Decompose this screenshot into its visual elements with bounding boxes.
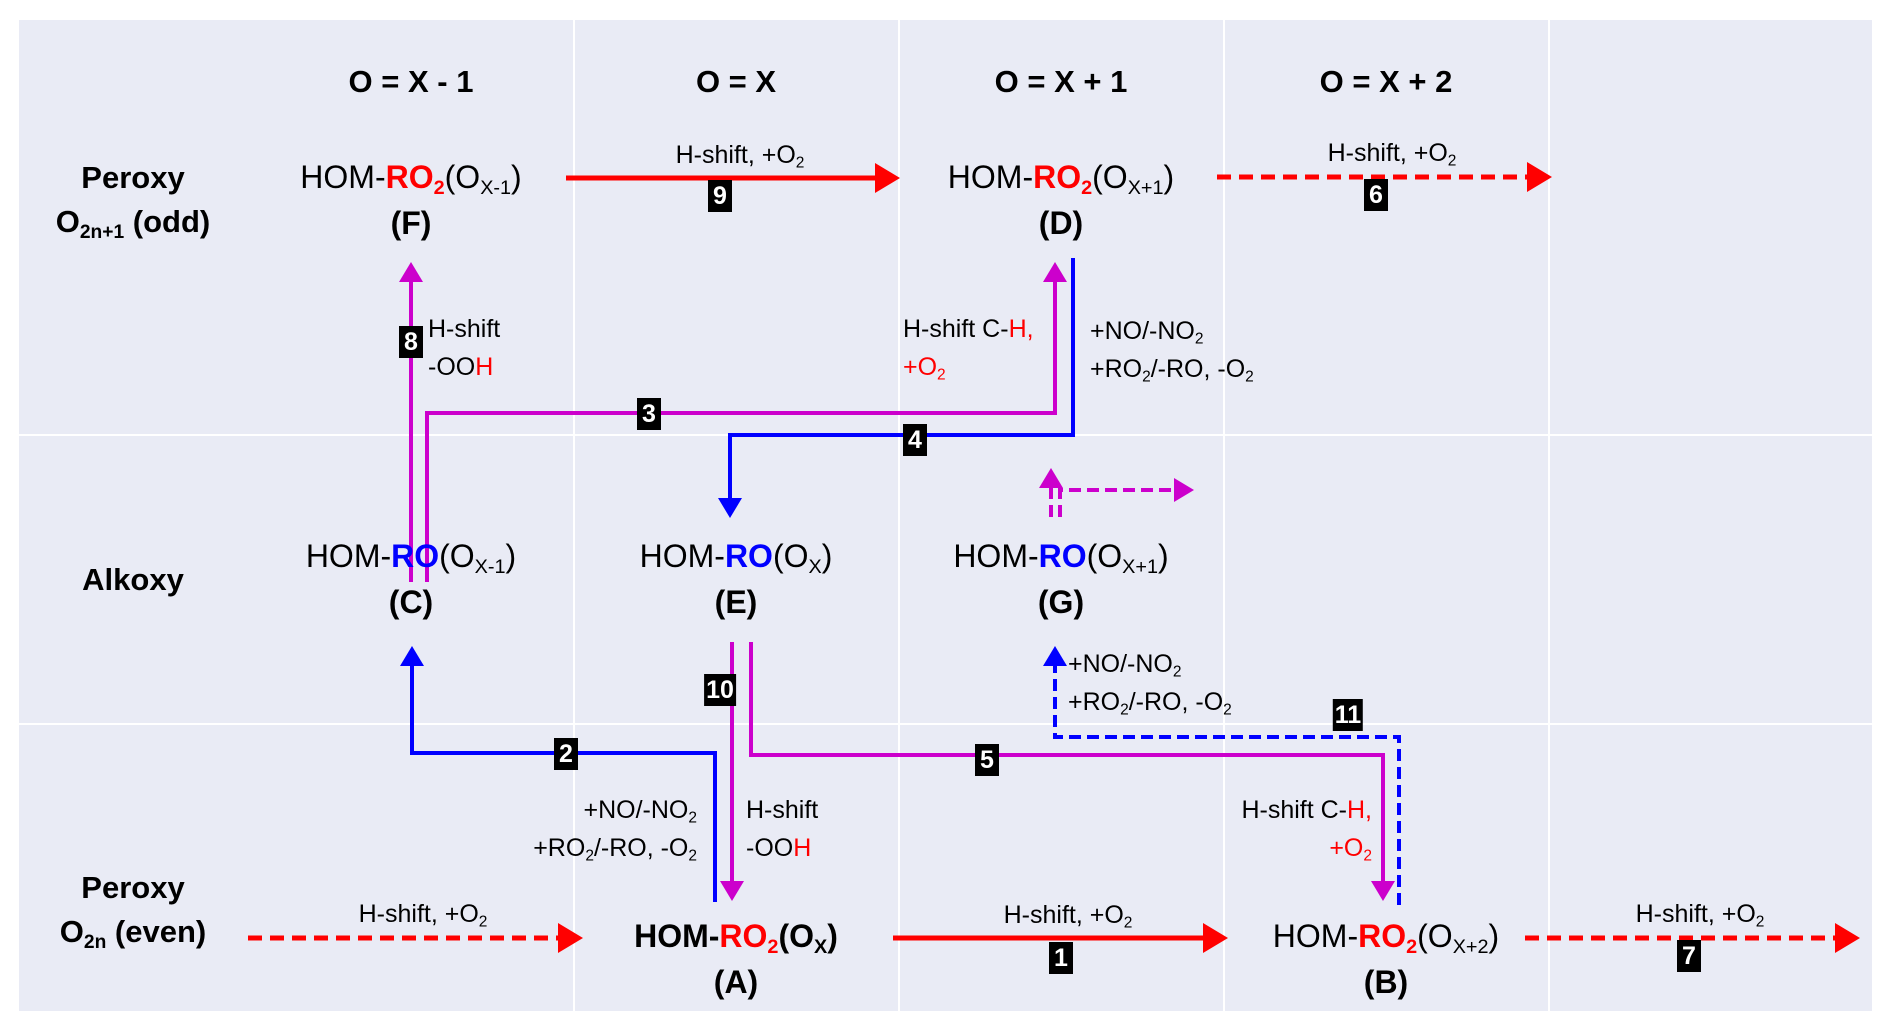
reaction-label-1: H-shift, +O2 (1003, 901, 1133, 932)
arrow-11 (1043, 646, 1401, 905)
arrow-4 (718, 258, 1075, 518)
row-label-line1: Alkoxy (82, 562, 184, 597)
species-label: (E) (714, 584, 758, 620)
column-divider (1548, 20, 1550, 1011)
row-label-alkoxy: Alkoxy (82, 558, 184, 602)
path-badge-2: 2 (554, 738, 578, 770)
species-label: (B) (1363, 964, 1409, 1000)
species-b: HOM-RO2(OX+2) (B) (1273, 913, 1499, 1005)
row-label-peroxy-even: Peroxy O2n (even) (60, 866, 206, 954)
path-badge-8: 8 (399, 326, 423, 358)
species-label: (D) (1038, 205, 1084, 241)
path-badge-10: 10 (704, 674, 736, 706)
arrow-g-right (1058, 478, 1194, 517)
column-header-x: O = X (695, 64, 777, 99)
reaction-label-9: H-shift, +O2 (675, 141, 805, 172)
species-label: (A) (713, 964, 759, 1000)
reaction-label-7: H-shift, +O2 (1635, 900, 1765, 931)
column-header-x-plus-2: O = X + 2 (1319, 64, 1453, 99)
diagram-panel (19, 20, 1872, 1011)
reaction-label-incoming-a: H-shift, +O2 (358, 900, 488, 931)
row-label-peroxy-odd: Peroxy O2n+1 (odd) (56, 156, 211, 244)
species-f: HOM-RO2(OX-1) (F) (300, 154, 521, 246)
reaction-label-6: H-shift, +O2 (1327, 139, 1457, 170)
path-badge-6: 6 (1364, 179, 1388, 211)
row-divider (19, 723, 1872, 725)
reaction-label-8: H-shift -OOH (428, 315, 501, 381)
row-label-line1: Peroxy (81, 870, 185, 905)
species-label: (F) (390, 205, 432, 241)
row-label-line1: Peroxy (81, 160, 185, 195)
reaction-label-3: H-shift C-H, +O2 (903, 315, 1034, 384)
reaction-label-10: H-shift -OOH (746, 796, 819, 862)
species-d: HOM-RO2(OX+1) (D) (948, 154, 1174, 246)
arrow-5 (749, 642, 1395, 901)
path-badge-3: 3 (637, 398, 661, 430)
reaction-label-2: +NO/-NO2 +RO2/-RO, -O2 (533, 796, 697, 865)
path-badge-7: 7 (1677, 940, 1701, 972)
row-label-line2: O2n+1 (odd) (55, 204, 211, 243)
path-badge-11: 11 (1332, 699, 1364, 731)
path-badge-5: 5 (975, 744, 999, 776)
path-badge-4: 4 (903, 424, 927, 456)
column-divider (898, 20, 900, 1011)
species-g: HOM-RO(OX+1) (G) (953, 533, 1168, 625)
column-header-x-plus-1: O = X + 1 (994, 64, 1128, 99)
species-c: HOM-RO(OX-1) (C) (306, 533, 516, 625)
reaction-label-11: +NO/-NO2 +RO2/-RO, -O2 (1068, 650, 1232, 719)
column-header-x-minus-1: O = X - 1 (348, 64, 474, 99)
reaction-label-5: H-shift C-H, +O2 (1241, 796, 1372, 865)
path-badge-9: 9 (708, 180, 732, 212)
row-label-line2: O2n (even) (59, 914, 207, 953)
reaction-label-4: +NO/-NO2 +RO2/-RO, -O2 (1090, 317, 1254, 386)
species-label: (C) (388, 584, 434, 620)
arrow-3 (425, 262, 1067, 582)
species-a: HOM-RO2(OX) (A) (634, 913, 838, 1005)
species-e: HOM-RO(OX) (E) (640, 533, 833, 625)
column-divider (573, 20, 575, 1011)
species-label: (G) (1037, 584, 1085, 620)
path-badge-1: 1 (1049, 942, 1073, 974)
column-divider (1223, 20, 1225, 1011)
